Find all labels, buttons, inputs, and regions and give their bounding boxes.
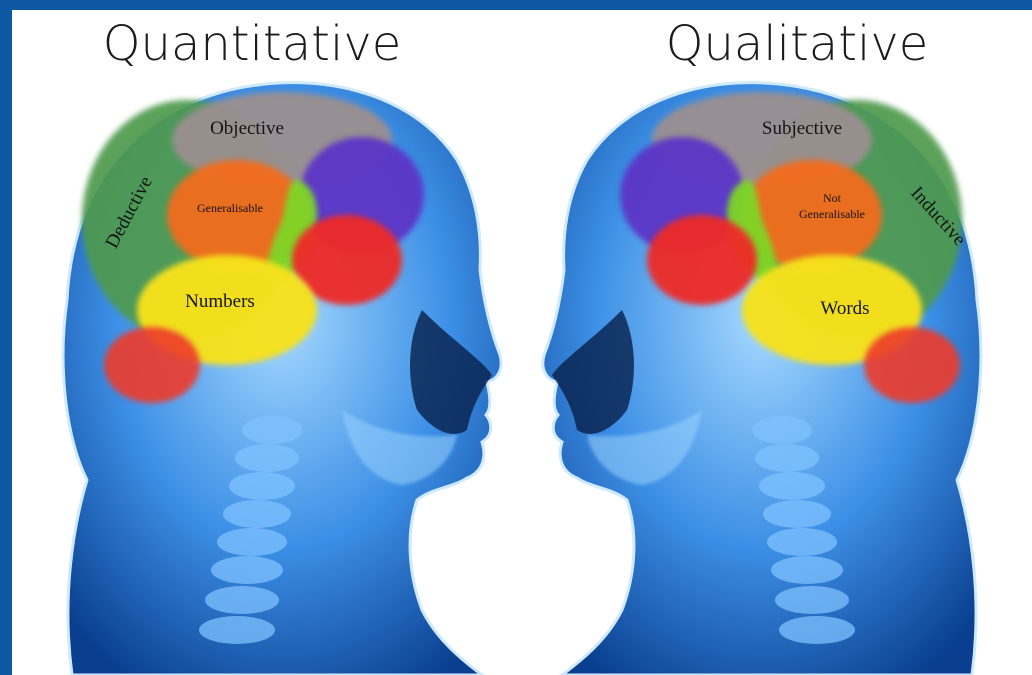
- diagram-canvas: Quantitative Qualitative Objective Deduc…: [12, 10, 1032, 675]
- right-label-generalisable: Generalisable: [799, 207, 865, 221]
- right-label-words: Words: [820, 298, 869, 319]
- left-label-numbers: Numbers: [185, 291, 255, 312]
- right-label-not: Not: [823, 191, 842, 205]
- left-title: Quantitative: [103, 16, 402, 72]
- right-head: [543, 83, 981, 675]
- left-head: [63, 83, 501, 675]
- right-lobe-cerebellum: [864, 327, 960, 403]
- right-lobe-red: [647, 215, 757, 305]
- left-lobe-cerebellum: [104, 327, 200, 403]
- right-label-subjective: Subjective: [762, 118, 842, 139]
- head-diagram-svg: Quantitative Qualitative Objective Deduc…: [12, 10, 1032, 675]
- left-label-generalisable: Generalisable: [197, 201, 263, 215]
- right-title: Qualitative: [666, 16, 929, 72]
- left-label-objective: Objective: [210, 118, 284, 139]
